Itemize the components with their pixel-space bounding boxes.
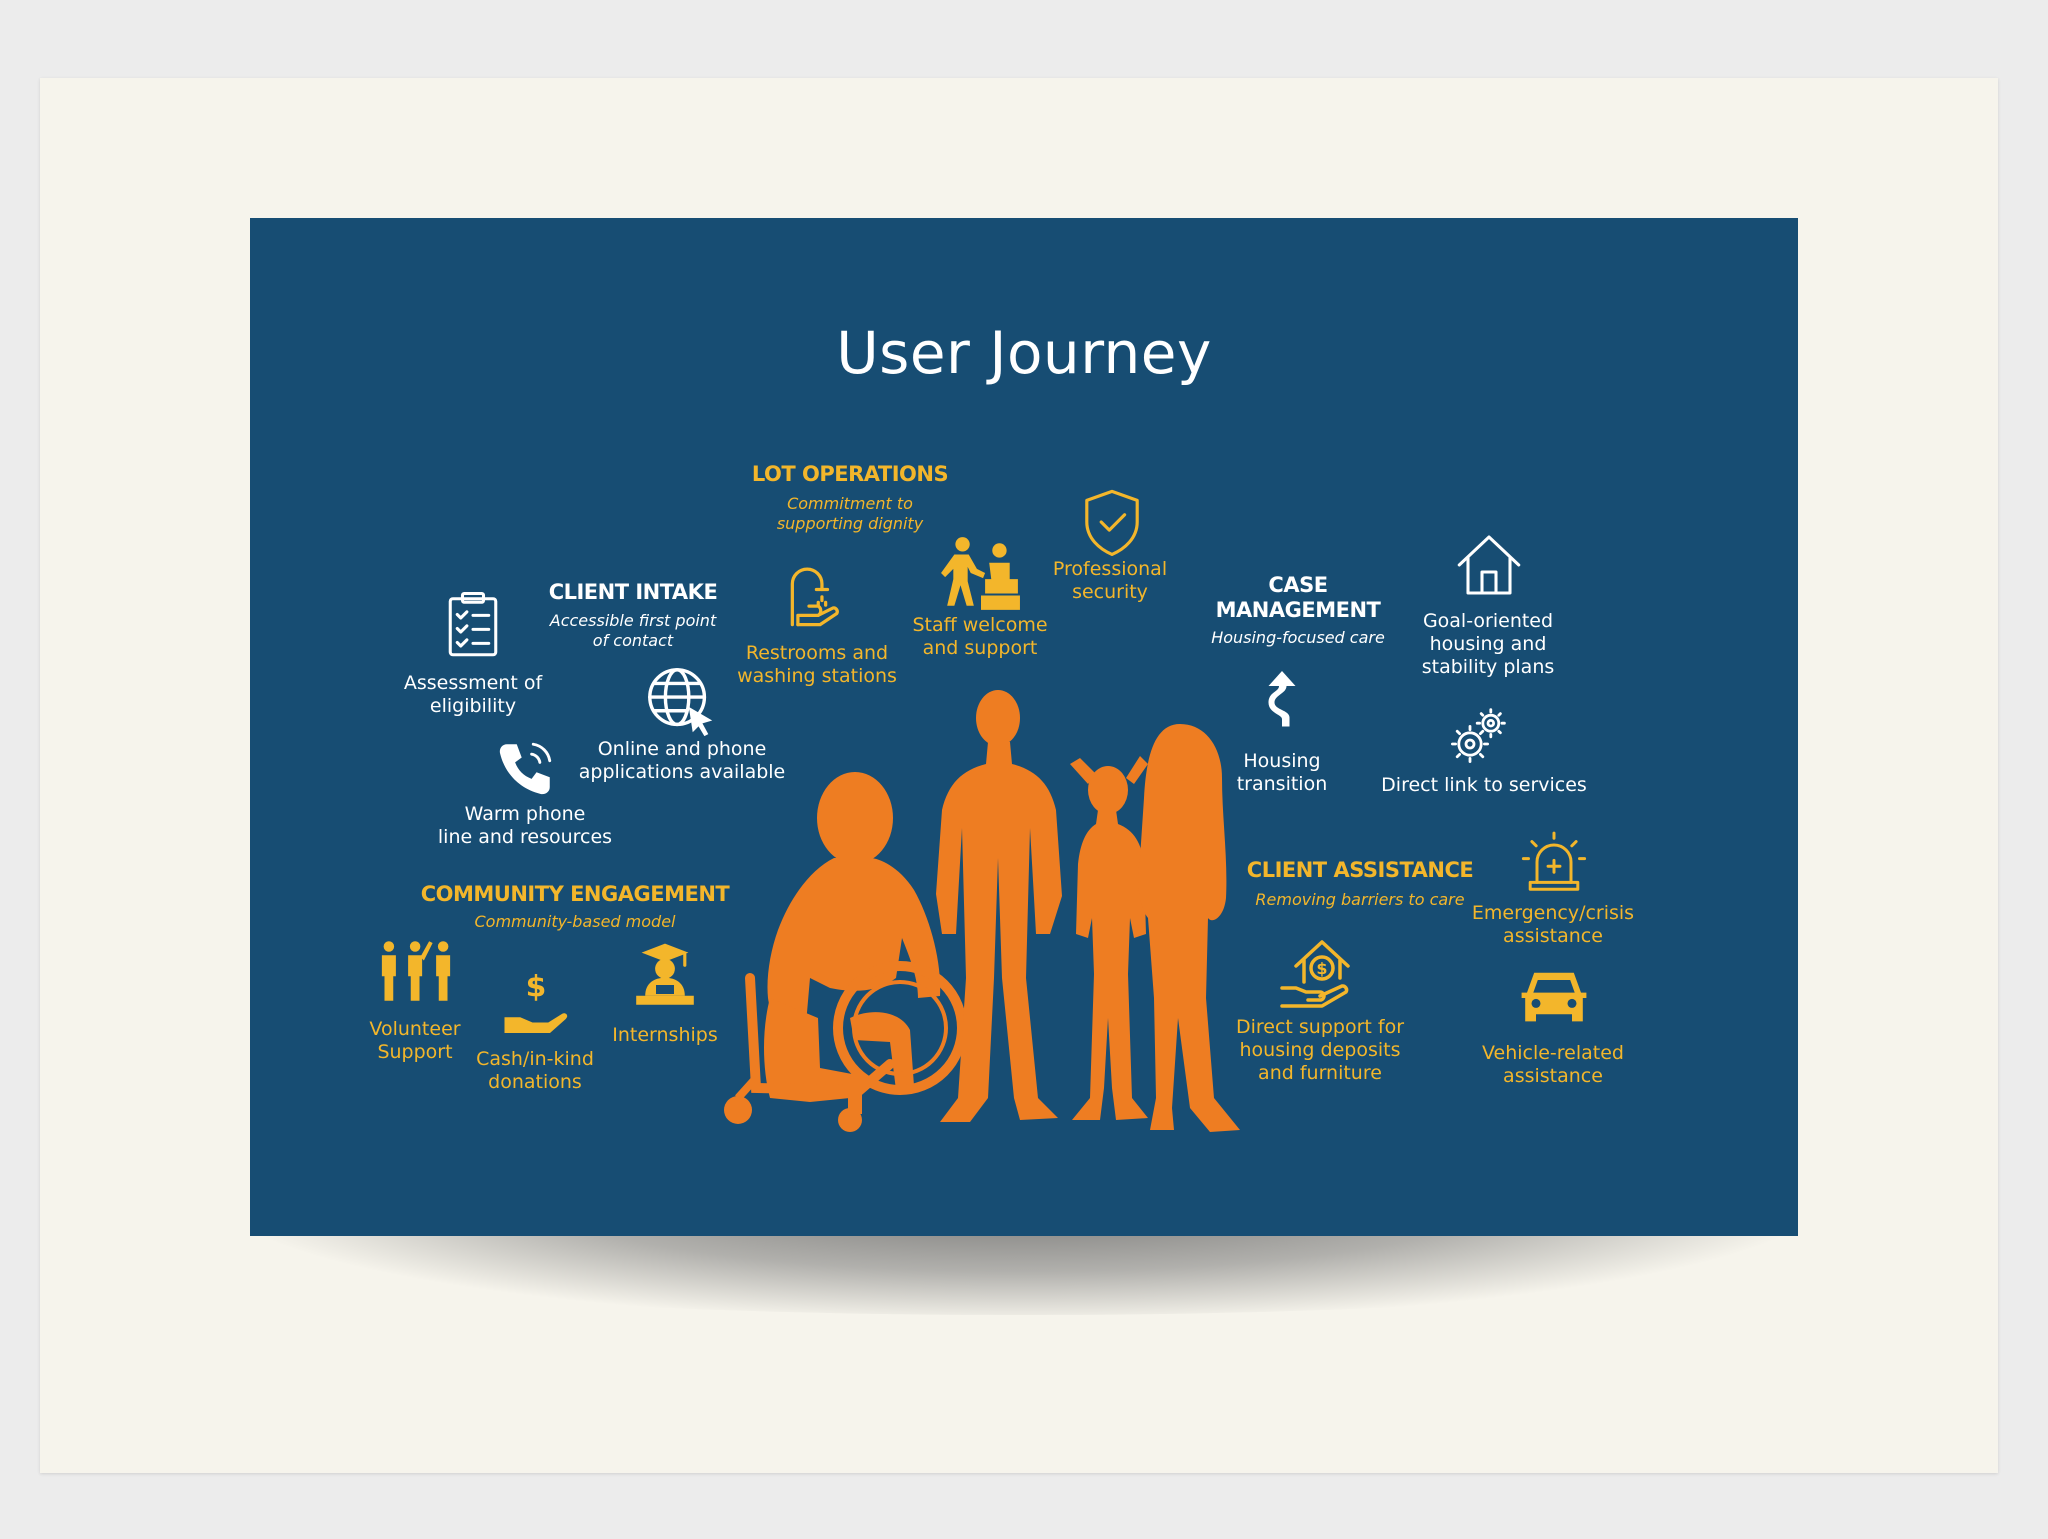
online-phone-label: Online and phone applications available bbox=[578, 738, 786, 784]
staff-welcome-icon bbox=[941, 537, 1020, 610]
poster-title: User Journey bbox=[836, 319, 1212, 387]
user-journey-poster: User Journey LOT OPERATIONS Commitment t… bbox=[250, 218, 1798, 1236]
client-intake-subtitle: Accessible first point of contact bbox=[549, 611, 717, 650]
girl-silhouette bbox=[1070, 756, 1148, 1120]
house-dollar-hand-icon: $ bbox=[1280, 940, 1350, 1008]
volunteer-support-label: Volunteer Support bbox=[369, 1018, 461, 1064]
wheelchair-user-silhouette bbox=[764, 772, 941, 1102]
lot-operations-subtitle: Commitment to supporting dignity bbox=[776, 494, 924, 533]
lot-operations-heading: LOT OPERATIONS bbox=[751, 462, 949, 486]
emergency-siren-icon bbox=[1521, 831, 1587, 891]
svg-text:$: $ bbox=[526, 969, 547, 1004]
cash-donations-label: Cash/in-kind donations bbox=[476, 1048, 594, 1094]
case-management-heading: CASE MANAGEMENT bbox=[1215, 573, 1381, 623]
emergency-crisis-label: Emergency/crisis assistance bbox=[1471, 902, 1635, 948]
globe-cursor-icon bbox=[648, 668, 713, 737]
volunteers-icon bbox=[381, 941, 451, 1001]
professional-security-label: Professional security bbox=[1052, 558, 1168, 604]
staff-welcome-label: Staff welcome and support bbox=[912, 614, 1048, 660]
house-icon bbox=[1457, 535, 1521, 595]
handwashing-icon bbox=[790, 567, 839, 627]
internships-label: Internships bbox=[612, 1024, 718, 1046]
woman-silhouette bbox=[1138, 724, 1240, 1132]
svg-text:$: $ bbox=[1316, 959, 1327, 978]
shield-check-icon bbox=[1085, 489, 1139, 556]
standing-man-silhouette bbox=[936, 690, 1062, 1122]
vehicle-related-label: Vehicle-related assistance bbox=[1481, 1042, 1624, 1088]
gears-icon bbox=[1451, 708, 1506, 763]
warm-phone-label: Warm phone line and resources bbox=[437, 803, 613, 849]
community-engagement-heading: COMMUNITY ENGAGEMENT bbox=[420, 882, 730, 906]
community-engagement-subtitle: Community-based model bbox=[474, 912, 676, 931]
hand-dollar-icon: $ bbox=[504, 969, 568, 1033]
restrooms-label: Restrooms and washing stations bbox=[737, 642, 897, 688]
people-silhouettes bbox=[724, 690, 1240, 1132]
assessment-label: Assessment of eligibility bbox=[403, 672, 543, 718]
housing-transition-label: Housing transition bbox=[1236, 750, 1328, 796]
goal-oriented-label: Goal-oriented housing and stability plan… bbox=[1421, 610, 1555, 679]
client-intake-heading: CLIENT INTAKE bbox=[548, 580, 718, 604]
direct-link-label: Direct link to services bbox=[1381, 774, 1587, 796]
graduate-laptop-icon bbox=[636, 943, 694, 1005]
phone-ringing-icon bbox=[499, 742, 552, 795]
car-icon bbox=[1521, 972, 1587, 1022]
case-management-subtitle: Housing-focused care bbox=[1211, 628, 1385, 647]
client-assistance-heading: CLIENT ASSISTANCE bbox=[1246, 858, 1474, 882]
client-assistance-subtitle: Removing barriers to care bbox=[1255, 890, 1465, 909]
clipboard-checklist-icon bbox=[448, 591, 498, 657]
winding-arrow-icon bbox=[1268, 671, 1296, 727]
direct-support-label: Direct support for housing deposits and … bbox=[1235, 1016, 1405, 1085]
wheelchair-silhouette bbox=[724, 961, 967, 1132]
